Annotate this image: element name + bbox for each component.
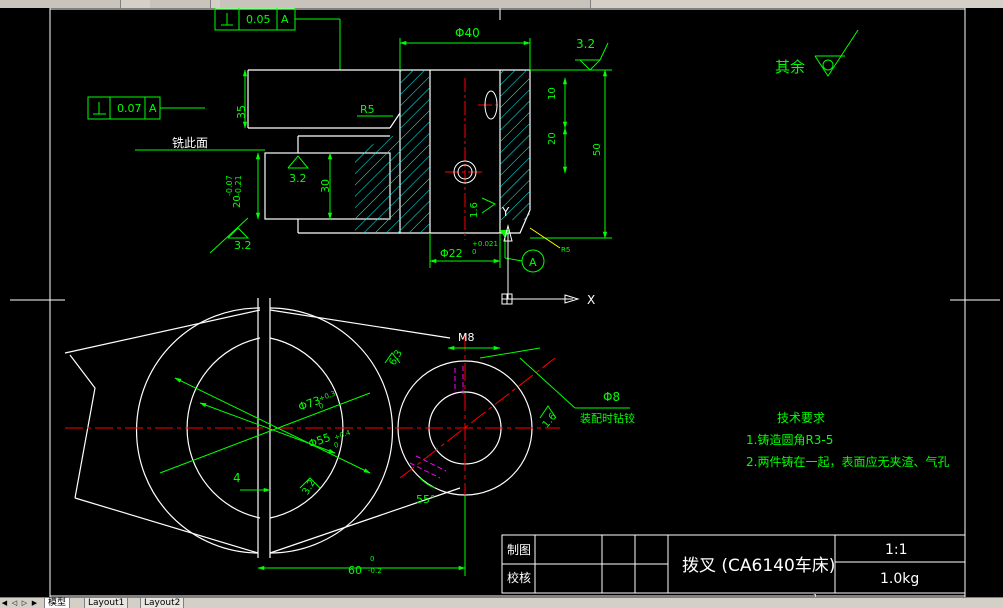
tolerance-flat-value: 0.05 [246, 13, 271, 26]
tolerance-flat-datum: A [281, 13, 289, 26]
title-weight: 1.0kg [880, 571, 919, 587]
dim-phi22-sub: 0 [472, 248, 476, 256]
dim-phi22: Φ22 [440, 247, 463, 260]
ucs-x: X [587, 293, 595, 307]
front-view: Φ73 +0.3 0 Φ55 +0.4 0 4 3.2 6.3 M8 Φ8 装配… [64, 298, 635, 577]
label-mill-surface: 铣此面 [172, 136, 208, 150]
tab-prev-icon[interactable]: ◁ [11, 599, 18, 607]
title-checked-label: 校核 [507, 570, 531, 585]
dim-50: 50 [592, 143, 603, 156]
general-roughness: 其余 [775, 29, 859, 77]
tech-notes: 技术要求 1.铸造圆角R3-5 2.两件铸在一起，表面应无夹渣、气孔 [746, 411, 949, 469]
toolbar-button[interactable] [0, 0, 121, 8]
tab-layout1[interactable]: Layout1 [84, 598, 129, 608]
hatch-right [500, 70, 530, 220]
tab-layout2[interactable]: Layout2 [140, 598, 185, 608]
tech-notes-line2: 2.两件铸在一起，表面应无夹渣、气孔 [746, 454, 949, 469]
tolerance-frame-flat [214, 7, 341, 70]
roughness-left: 3.2 [289, 172, 307, 185]
title-drawn-label: 制图 [507, 543, 531, 557]
tech-notes-title: 技术要求 [777, 411, 825, 425]
hatch-lower [355, 136, 400, 233]
roughness-16: 1.6 [469, 202, 480, 218]
dim-phi8: Φ8 [603, 390, 620, 404]
drawing-canvas[interactable]: 0.05 A 0.07 A [0, 7, 1003, 601]
tab-model[interactable]: 模型 [44, 598, 71, 608]
dim-60-sup: 0 [370, 555, 374, 563]
dim-20-sub: -0.21 [234, 175, 243, 196]
tab-first-icon[interactable]: ◀ [1, 599, 8, 607]
toolbar-button[interactable] [150, 0, 211, 8]
note-pin: 装配时钻铰 [580, 411, 635, 425]
dim-phi73-sup: +0.3 [318, 390, 337, 403]
ucs-y: Y [501, 205, 510, 219]
title-block [501, 534, 966, 594]
hatch-left [400, 70, 430, 233]
dim-4: 4 [233, 471, 241, 485]
dim-phi73-sub: 0 [318, 402, 325, 411]
roughness-top: 3.2 [576, 37, 595, 51]
roughness-front-16: 1.6 [541, 411, 560, 430]
dim-10: 10 [547, 87, 558, 100]
dim-60: 60 [348, 564, 362, 577]
datum-a-label: A [529, 256, 537, 269]
r5-small: R5 [561, 246, 570, 254]
dim-30: 30 [319, 179, 332, 193]
tolerance-perp-datum: A [149, 102, 157, 115]
tech-notes-line1: 1.铸造圆角R3-5 [746, 432, 833, 447]
slot-hole [484, 90, 498, 120]
dim-60-sub: -0.2 [368, 567, 382, 575]
roughness-front-63: 6.3 [387, 348, 404, 367]
toolbar-strip [0, 0, 1003, 8]
layout-tab-bar: ◀ ◁ ▷ ▶ 模型 Layout1 Layout2 [0, 597, 1003, 608]
dim-m8: M8 [458, 331, 475, 344]
tab-last-icon[interactable]: ▶ [31, 599, 38, 607]
dim-20-tol: 20 [232, 195, 243, 208]
dim-r5: R5 [360, 103, 375, 116]
toolbar-panel [220, 0, 591, 8]
tolerance-frame-perp [87, 96, 205, 120]
dim-phi22-sup: +0.021 [472, 240, 498, 248]
dim-20: 20 [547, 132, 558, 145]
top-centerlines [445, 78, 500, 240]
roughness-bottom: 3.2 [234, 239, 252, 252]
tab-next-icon[interactable]: ▷ [21, 599, 28, 607]
general-roughness-label: 其余 [775, 58, 805, 76]
title-scale: 1:1 [885, 542, 908, 558]
ucs-icon [501, 224, 580, 305]
dim-20-sup: -0.07 [225, 175, 234, 196]
angle-55: 55° [416, 493, 436, 506]
title-part-name: 拨叉 (CA6140车床) [682, 556, 835, 576]
top-view: 0.05 A 0.07 A [87, 7, 612, 273]
pin-hole [453, 160, 477, 184]
dim-phi55-sub: 0 [333, 441, 340, 450]
sheet-frame [10, 8, 1000, 597]
dim-phi40: Φ40 [455, 26, 480, 40]
cad-drawing[interactable]: 0.05 A 0.07 A [0, 7, 1003, 601]
dim-35: 35 [235, 105, 248, 119]
tolerance-perp-value: 0.07 [117, 102, 142, 115]
